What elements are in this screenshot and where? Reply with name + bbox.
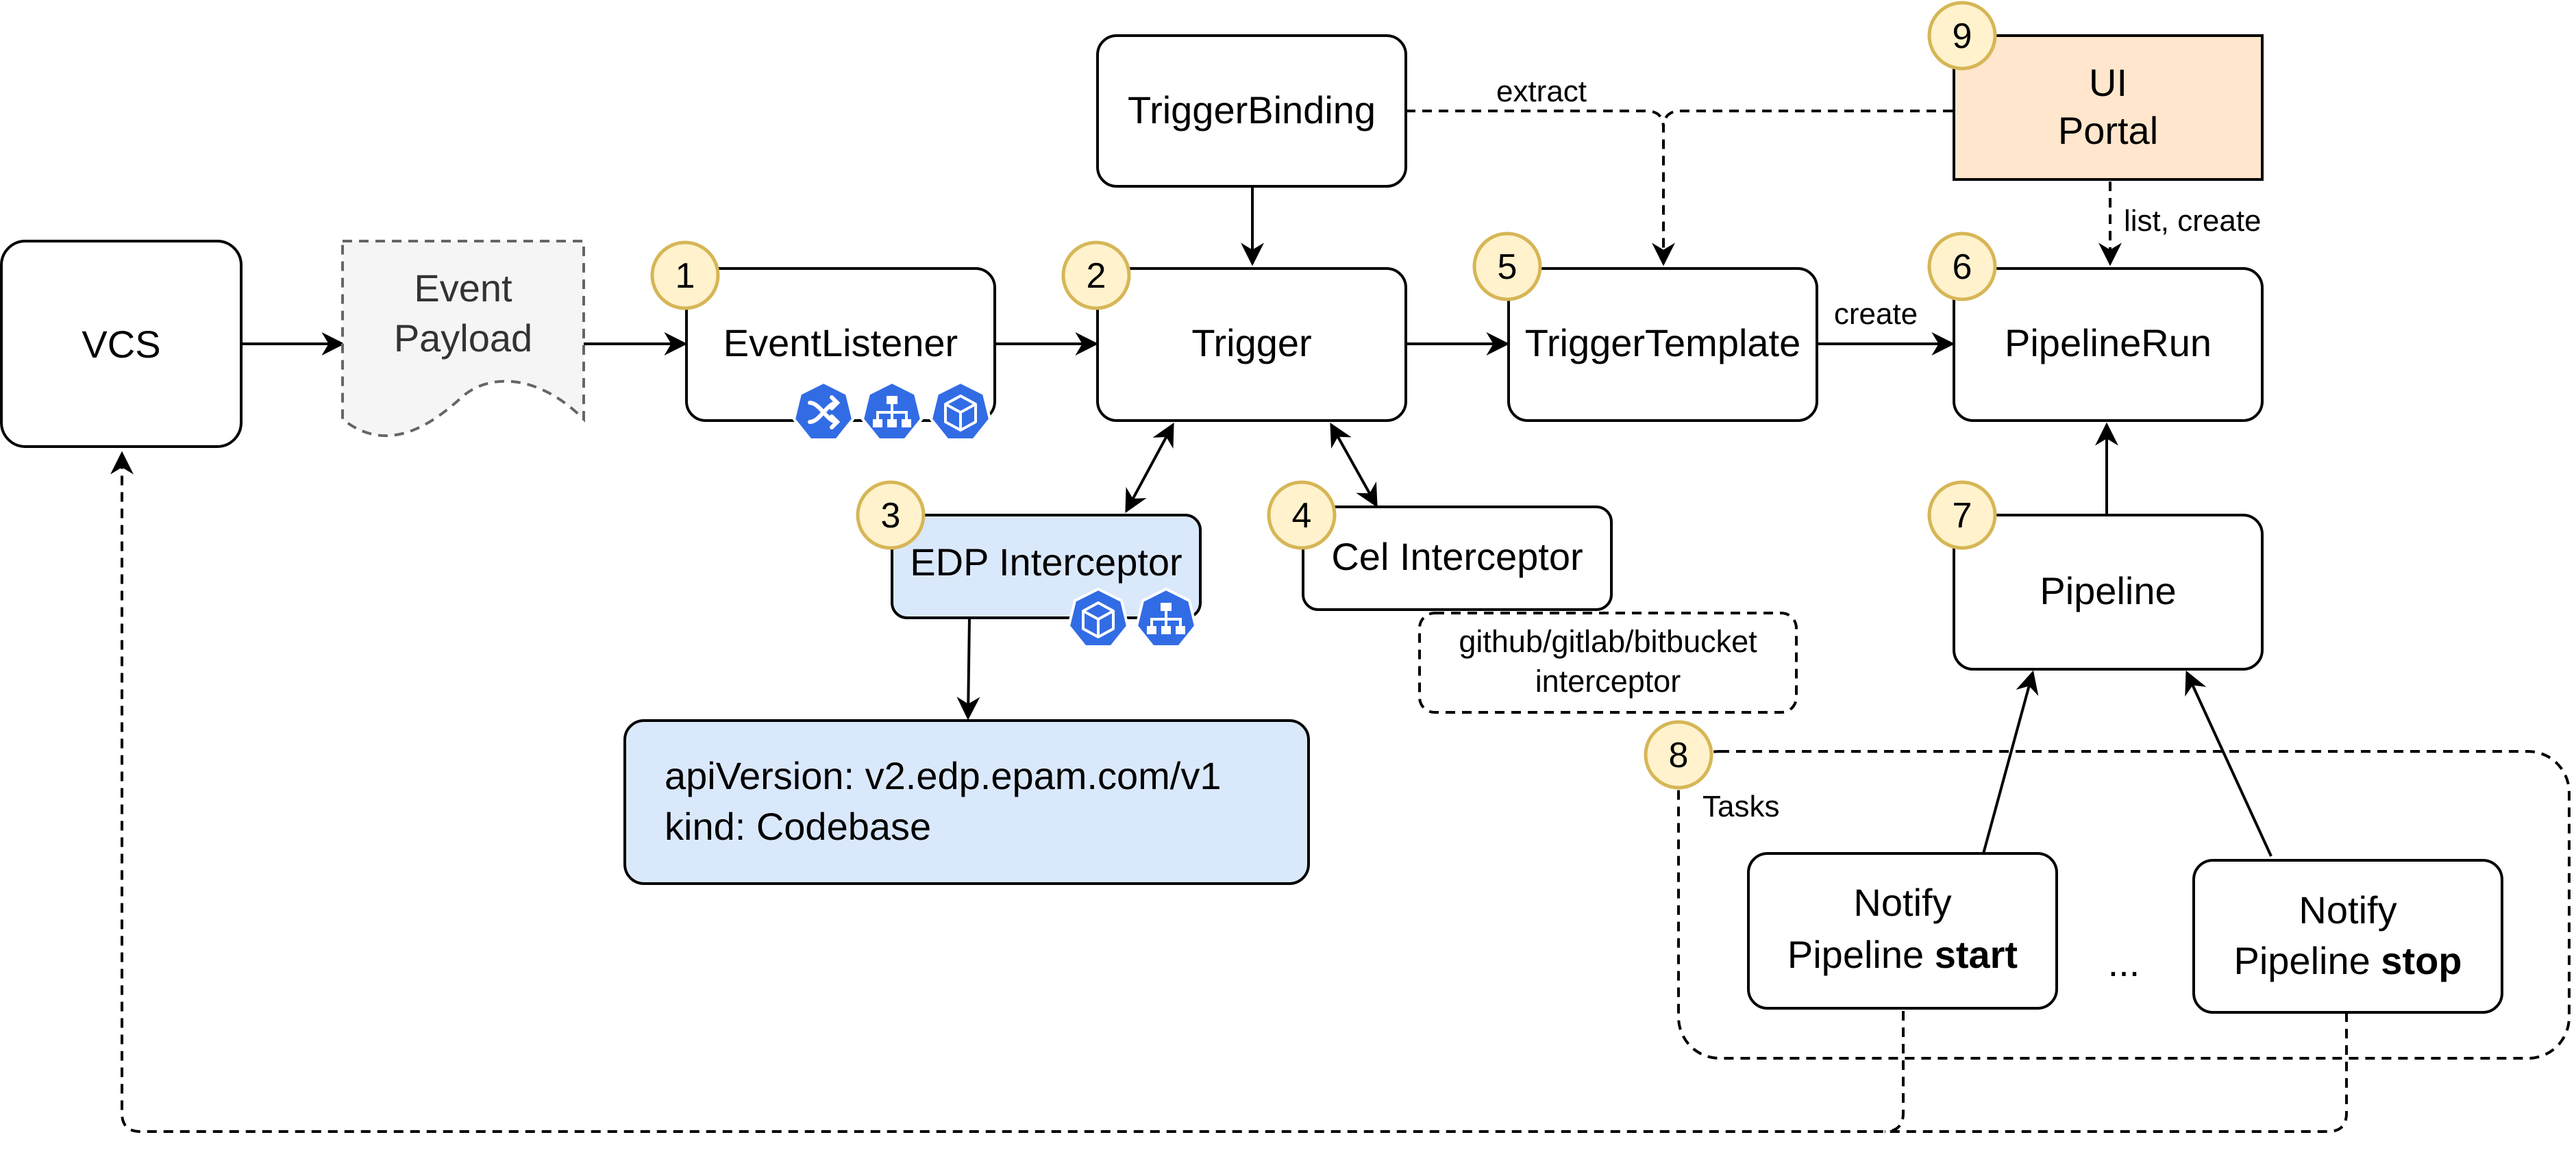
codebase-line1: apiVersion: v2.edp.epam.com/v1 [665,754,1221,797]
svg-text:6: 6 [1953,247,1972,287]
tasks-ellipsis: ... [2108,941,2140,984]
trigger-node[interactable]: Trigger [1096,267,1407,422]
pipeline-run-node[interactable]: PipelineRun [1953,267,2264,422]
cel-interceptor-node[interactable]: Cel Interceptor [1302,505,1613,611]
label-create: create [1834,297,1918,331]
svg-text:TriggerBinding: TriggerBinding [1128,88,1376,132]
badge-7: 7 [1927,480,1997,550]
svg-text:1: 1 [676,256,695,296]
badge-9: 9 [1927,1,1997,71]
event-payload-node[interactable]: Event Payload [341,240,585,438]
ui-portal-line1: UI [2089,61,2127,104]
edp-interceptor-node[interactable]: EDP Interceptor [891,514,1202,619]
network-hierarchy-icon [1135,588,1197,648]
notify-start-node[interactable]: Notify Pipeline start [1747,852,2058,1010]
badge-6: 6 [1927,232,1997,301]
edge-trigger-edp [1125,423,1174,513]
svg-text:3: 3 [881,496,901,536]
label-extract: extract [1496,75,1587,108]
badge-8: 8 [1644,720,1713,790]
edge-start-feedback [1884,1011,1905,1133]
notify-start-line1: Notify [1853,881,1951,924]
edge-binding-template [1406,110,1675,266]
tasks-group [1677,750,2571,1060]
badge-5: 5 [1472,232,1542,301]
trigger-binding-node[interactable]: TriggerBinding [1096,34,1407,188]
notify-stop-node[interactable]: Notify Pipeline stop [2192,859,2503,1014]
badge-1: 1 [650,240,720,310]
svg-text:Trigger: Trigger [1191,321,1311,364]
label-list-create: list, create [2124,204,2262,238]
svg-text:PipelineRun: PipelineRun [2005,321,2212,364]
edge-start-pipeline [1982,670,2039,854]
event-payload-line2: Payload [394,316,532,360]
svg-text:VCS: VCS [82,323,160,366]
pipeline-node[interactable]: Pipeline [1953,514,2264,671]
tasks-group-label: Tasks [1702,790,1779,823]
git-interceptor-node[interactable]: github/gitlab/bitbucket interceptor [1418,612,1798,714]
ui-portal-node[interactable]: UI Portal [1953,34,2264,181]
notify-stop-line1: Notify [2299,888,2397,932]
svg-text:EventListener: EventListener [723,321,958,364]
edge-portal-template [1662,110,1953,129]
vcs-node[interactable]: VCS [0,240,243,448]
edge-stop-pipeline [2185,670,2272,857]
event-payload-line1: Event [414,266,512,310]
codebase-node[interactable]: apiVersion: v2.edp.epam.com/v1 kind: Cod… [623,719,1310,885]
svg-text:Cel Interceptor: Cel Interceptor [1331,535,1583,578]
event-listener-node[interactable]: EventListener [685,267,996,422]
ui-portal-line2: Portal [2058,109,2158,152]
network-hierarchy-icon [861,381,923,441]
svg-text:5: 5 [1498,247,1518,287]
svg-text:EDP Interceptor: EDP Interceptor [910,540,1182,584]
svg-text:4: 4 [1292,496,1312,536]
svg-text:8: 8 [1669,736,1689,775]
svg-text:TriggerTemplate: TriggerTemplate [1525,321,1801,364]
cube-icon [1067,588,1129,648]
svg-text:7: 7 [1953,496,1972,536]
edges [241,186,2272,857]
badge-2: 2 [1061,240,1131,310]
cube-icon [930,381,991,441]
badge-4: 4 [1267,480,1337,550]
badge-3: 3 [856,480,926,550]
git-interceptor-line2: interceptor [1535,664,1681,699]
dashed-edges [110,110,2348,1133]
edge-trigger-cel [1330,423,1378,508]
svg-text:2: 2 [1087,256,1106,296]
edge-notify-vcs [110,451,2348,1133]
notify-start-line2: Pipeline start [1787,933,2018,976]
svg-text:9: 9 [1953,16,1972,56]
svg-text:Pipeline: Pipeline [2040,569,2176,612]
trigger-template-node[interactable]: TriggerTemplate [1507,267,1818,422]
notify-stop-line2: Pipeline stop [2233,939,2462,982]
edge-edp-codebase [956,617,980,721]
shuffle-icon [793,381,854,441]
codebase-line2: kind: Codebase [665,805,931,848]
git-interceptor-line1: github/gitlab/bitbucket [1459,624,1757,659]
